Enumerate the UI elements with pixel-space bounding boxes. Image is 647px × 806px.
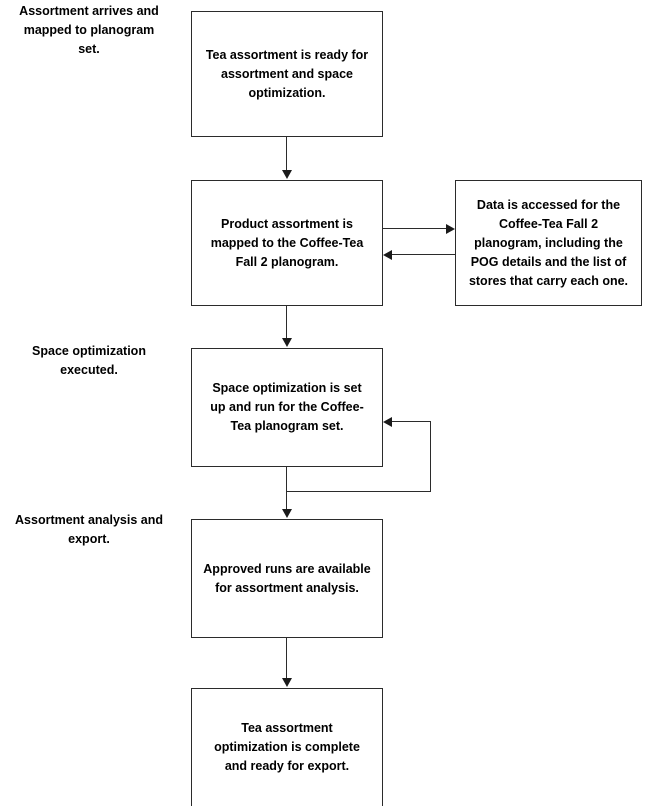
connector-start-to-map (286, 137, 287, 172)
phase-label-assortment-analysis: Assortment analysis and export. (15, 513, 163, 546)
connector-approved-to-complete (286, 638, 287, 680)
connector-data-to-map (392, 254, 455, 255)
arrowhead-approved-to-complete (282, 678, 292, 687)
connector-space-opt-loop-down (286, 467, 287, 492)
node-space-optimization-run[interactable]: Space optimization is set up and run for… (191, 348, 383, 467)
arrowhead-data-to-map (383, 250, 392, 260)
node-space-optimization-run-label: Space optimization is set up and run for… (210, 381, 364, 433)
connector-map-to-space-opt (286, 306, 287, 340)
connector-space-opt-loop-top (392, 421, 431, 422)
node-tea-assortment-ready[interactable]: Tea assortment is ready for assortment a… (191, 11, 383, 137)
node-approved-runs-available[interactable]: Approved runs are available for assortme… (191, 519, 383, 638)
node-data-accessed-label: Data is accessed for the Coffee-Tea Fall… (468, 197, 629, 288)
connector-space-opt-loop-right (430, 421, 431, 492)
arrowhead-map-to-data (446, 224, 455, 234)
arrowhead-map-to-space-opt (282, 338, 292, 347)
arrowhead-space-opt-to-approved (282, 509, 292, 518)
connector-space-opt-to-approved (286, 491, 287, 511)
arrowhead-start-to-map (282, 170, 292, 179)
phase-label-assortment-intake: Assortment arrives and mapped to planogr… (19, 4, 159, 56)
node-product-assortment-mapped-label: Product assortment is mapped to the Coff… (210, 216, 364, 269)
node-approved-runs-available-label: Approved runs are available for assortme… (203, 561, 371, 595)
node-optimization-complete[interactable]: Tea assortment optimization is complete … (191, 688, 383, 806)
node-data-accessed[interactable]: Data is accessed for the Coffee-Tea Fall… (455, 180, 642, 306)
connector-map-to-data (383, 228, 447, 229)
arrowhead-space-opt-loop (383, 417, 392, 427)
node-product-assortment-mapped[interactable]: Product assortment is mapped to the Coff… (191, 180, 383, 306)
node-optimization-complete-label: Tea assortment optimization is complete … (214, 721, 360, 773)
phase-label-space-optimization: Space optimization executed. (32, 344, 146, 377)
node-tea-assortment-ready-label: Tea assortment is ready for assortment a… (205, 47, 369, 100)
connector-space-opt-loop-bottom (286, 491, 431, 492)
